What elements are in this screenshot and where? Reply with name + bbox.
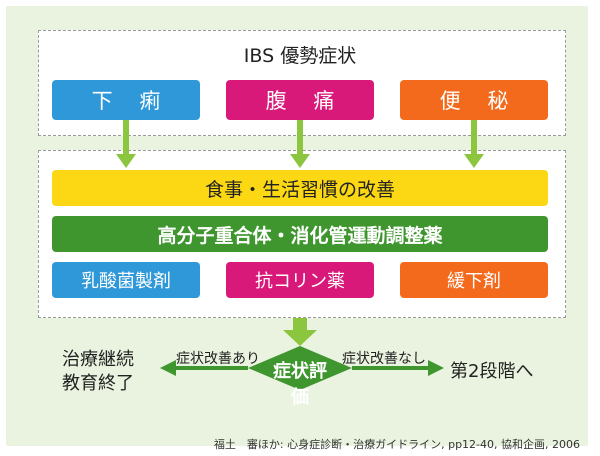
improved-label: 症状改善あり bbox=[176, 351, 260, 367]
lifestyle-improvement: 食事・生活習慣の改善 bbox=[52, 170, 548, 206]
symptom-abdominal-pain: 腹 痛 bbox=[226, 80, 374, 120]
second-stage-outcome: 第2段階へ bbox=[450, 361, 534, 382]
drug-anticholinergic: 抗コリン薬 bbox=[226, 262, 374, 298]
not-improved-label: 症状改善なし bbox=[342, 351, 426, 367]
drug-laxative: 緩下剤 bbox=[400, 262, 548, 298]
drug-probiotics: 乳酸菌製剤 bbox=[52, 262, 200, 298]
diagram-title: IBS 優勢症状 bbox=[243, 45, 357, 67]
evaluation-diamond bbox=[248, 346, 352, 390]
primary-drug-therapy: 高分子重合体・消化管運動調整薬 bbox=[52, 216, 548, 252]
citation: 福土 審ほか: 心身症診断・治療ガイドライン, pp12-40, 協和企画, 2… bbox=[213, 438, 580, 451]
evaluation-label: 症状評価 bbox=[273, 361, 327, 408]
symptom-constipation: 便 秘 bbox=[400, 80, 548, 120]
symptom-diarrhea: 下 痢 bbox=[52, 80, 200, 120]
continue-treatment-outcome: 治療継続 教育終了 bbox=[62, 349, 134, 394]
